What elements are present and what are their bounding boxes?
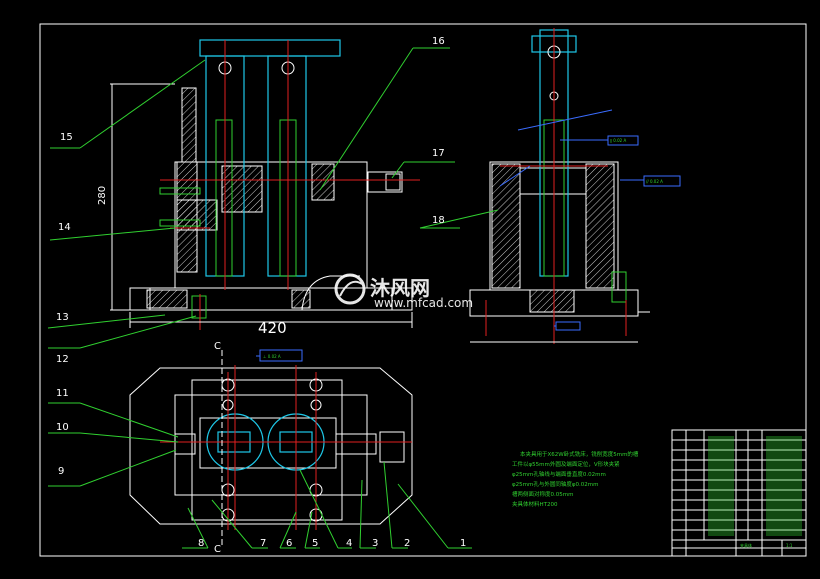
top-view [129, 350, 413, 548]
drawing-frame [39, 23, 807, 557]
part-label-12: 12 [56, 354, 69, 365]
dimension-width: 420 [258, 319, 287, 337]
svg-text:∥ 0.02 A: ∥ 0.02 A [610, 138, 626, 143]
section-mark-top: C [214, 341, 221, 352]
part-label-2: 2 [404, 538, 410, 549]
part-label-8: 8 [198, 538, 204, 549]
dimension-height: 280 [97, 186, 108, 205]
part-label-14: 14 [58, 222, 71, 233]
svg-text:槽两侧面对称度0.05mm: 槽两侧面对称度0.05mm [512, 490, 573, 498]
leader-lines [47, 47, 499, 549]
part-label-10: 10 [56, 422, 69, 433]
title-block: 夹具体 1:1 [671, 429, 807, 557]
svg-text:φ25mm孔与外圆同轴度φ0.02mm: φ25mm孔与外圆同轴度φ0.02mm [512, 480, 598, 488]
part-label-16: 16 [432, 36, 445, 47]
tolerance-frame-3: // 0.02 A [620, 175, 681, 187]
svg-text:// 0.02 A: // 0.02 A [646, 179, 663, 184]
side-view [469, 28, 650, 344]
part-label-4: 4 [346, 538, 352, 549]
tolerance-frame-1: ⊥ 0.02 A [256, 349, 303, 362]
part-label-5: 5 [312, 538, 318, 549]
technical-notes: 本夹具用于X62W卧式铣床，铣削宽度5mm的槽 工件以φ55mm外圆及端面定位，… [512, 450, 639, 508]
part-label-17: 17 [432, 148, 445, 159]
part-label-7: 7 [260, 538, 266, 549]
part-label-13: 13 [56, 312, 69, 323]
svg-text:夹具体材料HT200: 夹具体材料HT200 [512, 500, 558, 508]
svg-text:本夹具用于X62W卧式铣床，铣削宽度5mm的槽: 本夹具用于X62W卧式铣床，铣削宽度5mm的槽 [520, 450, 639, 458]
part-label-18: 18 [432, 215, 445, 226]
title-block-label: 夹具体 [740, 542, 752, 548]
svg-text:φ25mm孔轴线与端面垂直度0.02mm: φ25mm孔轴线与端面垂直度0.02mm [512, 470, 606, 478]
part-label-3: 3 [372, 538, 378, 549]
svg-text:工件以φ55mm外圆及端面定位，V形块夹紧: 工件以φ55mm外圆及端面定位，V形块夹紧 [512, 460, 620, 468]
tolerance-frame-2: ∥ 0.02 A [560, 135, 639, 146]
part-label-11: 11 [56, 388, 69, 399]
title-block-scale: 1:1 [786, 543, 793, 548]
part-label-15: 15 [60, 132, 73, 143]
part-label-9: 9 [58, 466, 64, 477]
part-label-6: 6 [286, 538, 292, 549]
front-view [110, 39, 420, 330]
part-label-1: 1 [460, 538, 466, 549]
svg-text:⊥ 0.02 A: ⊥ 0.02 A [263, 354, 281, 359]
section-mark-bottom: C [214, 544, 221, 555]
watermark: 沐风网 www.mfcad.com [334, 273, 473, 310]
watermark-url: www.mfcad.com [374, 296, 473, 310]
tolerance-frame-4 [554, 321, 581, 331]
watermark-brand: 沐风网 [370, 276, 430, 300]
